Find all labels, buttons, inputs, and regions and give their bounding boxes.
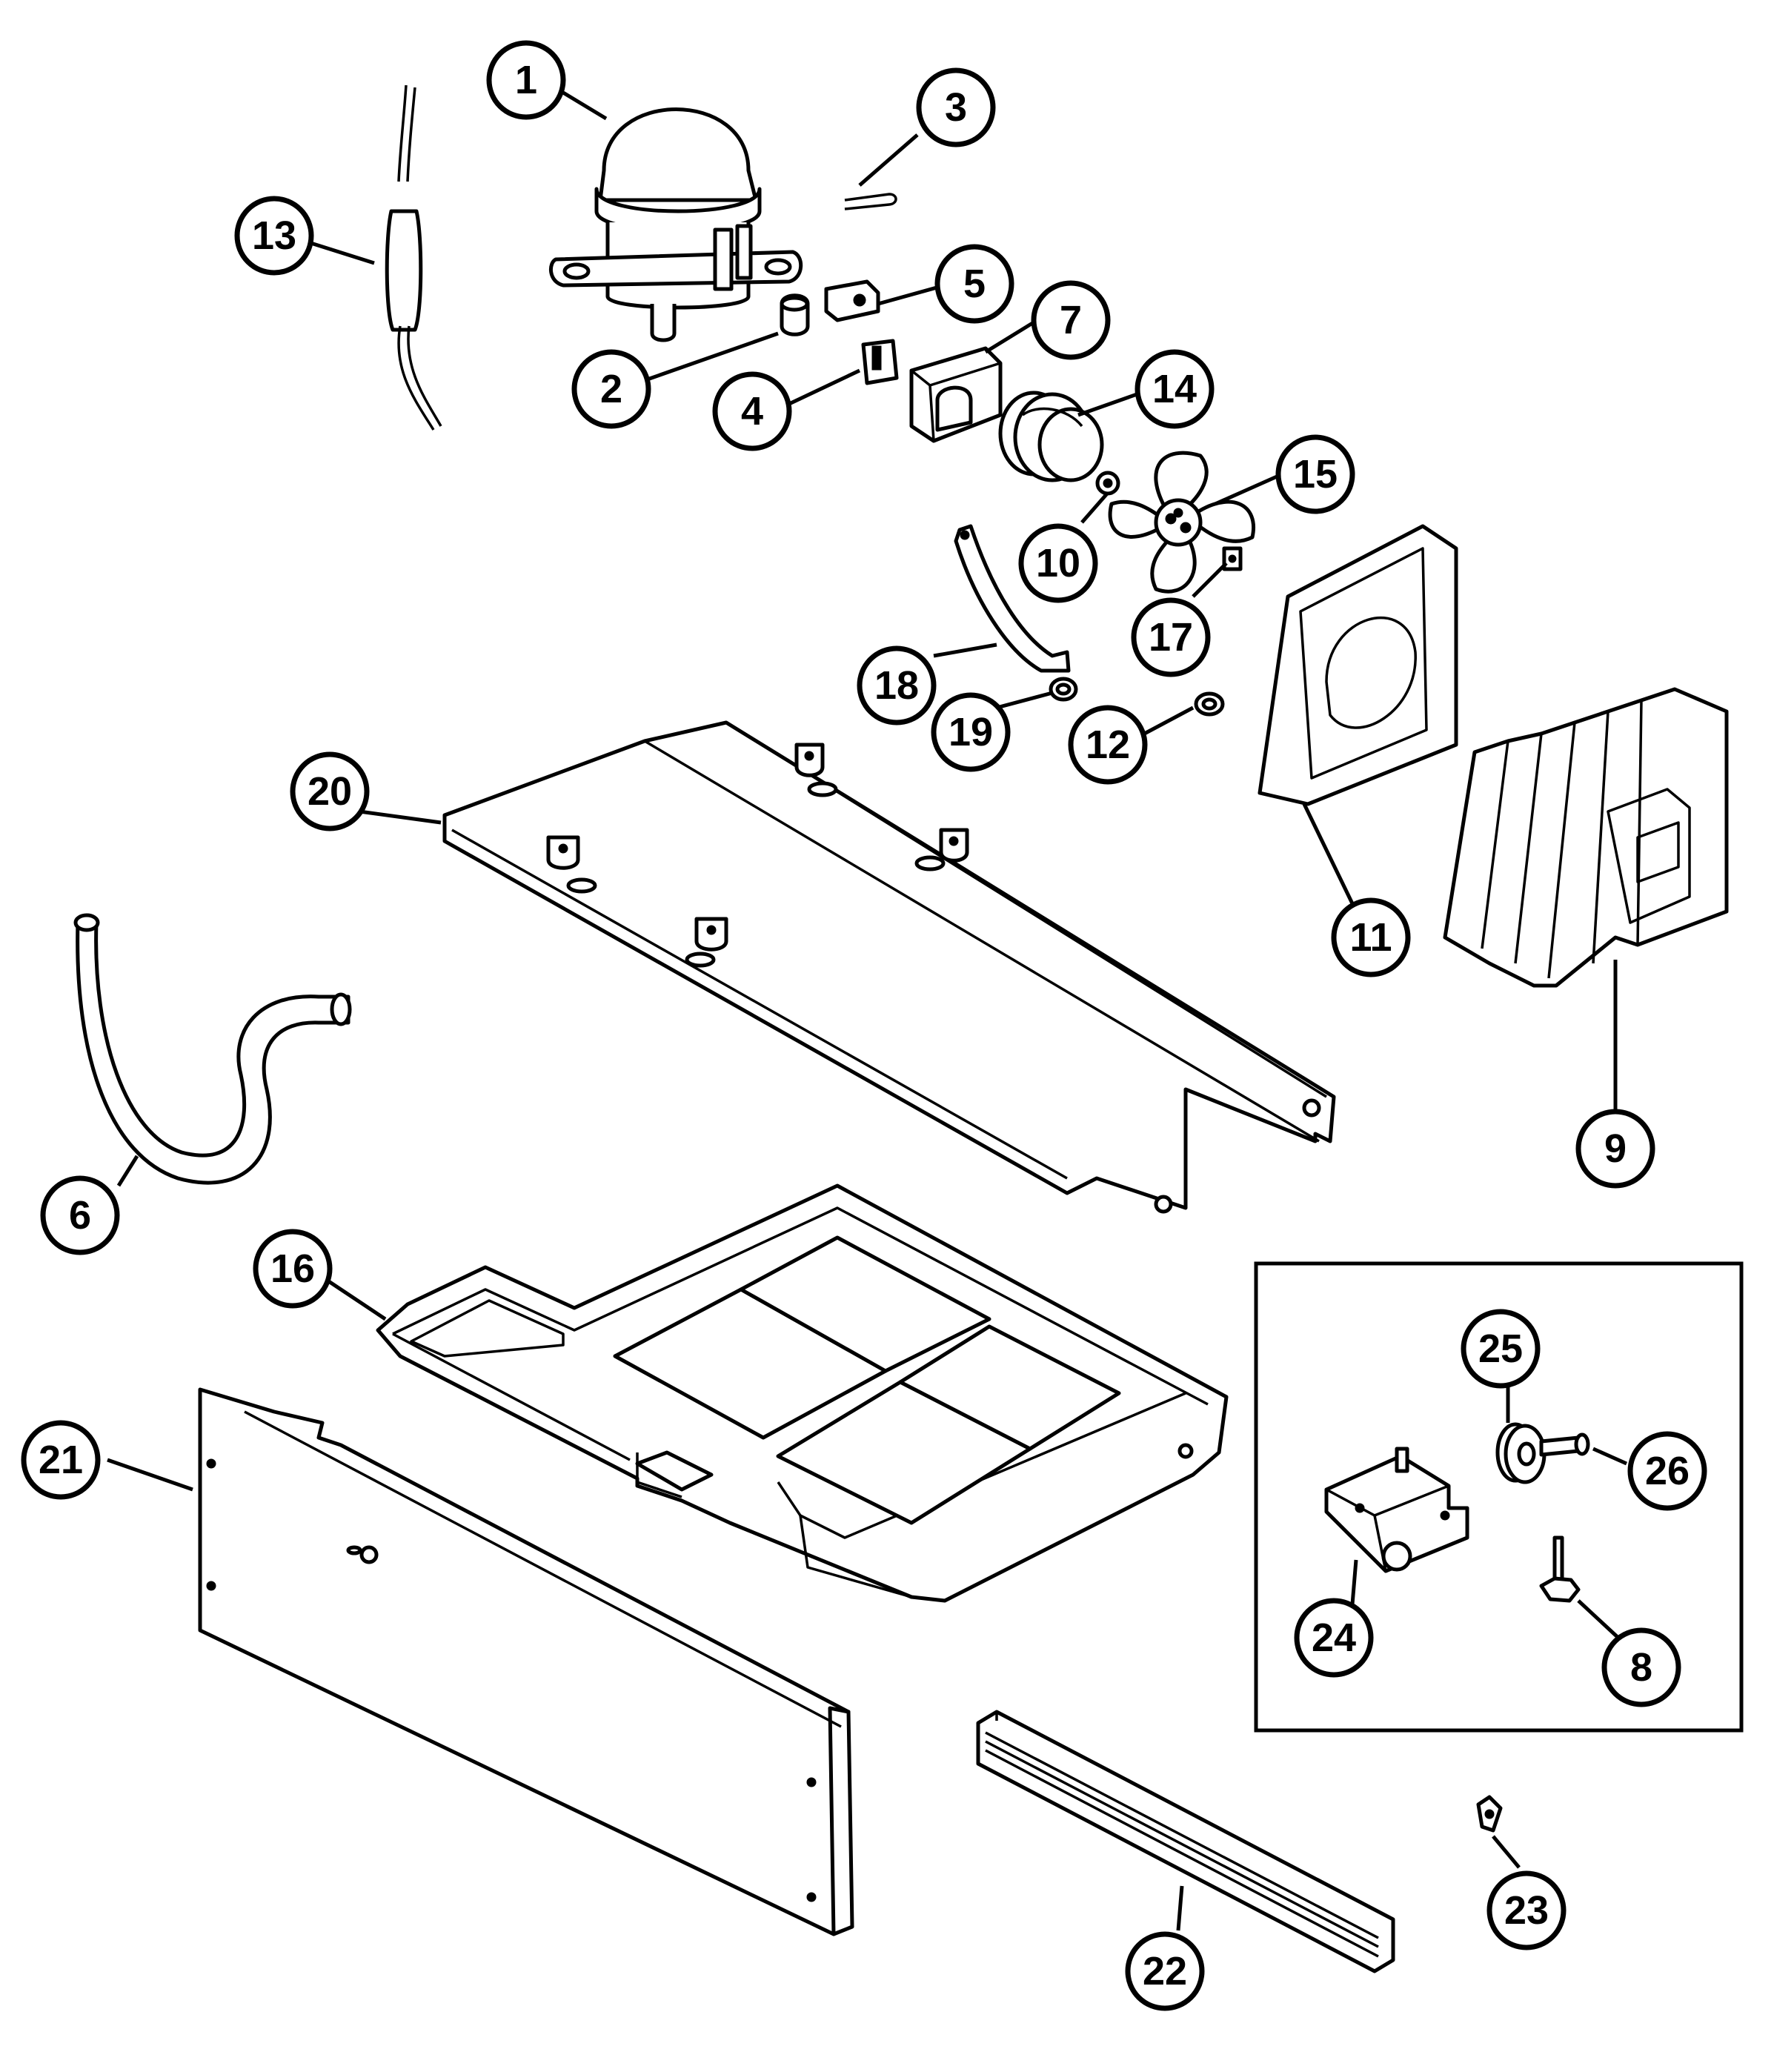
overload-part <box>861 339 899 385</box>
clip-23-part <box>1476 1795 1503 1833</box>
callout-12: 12 <box>1068 705 1148 785</box>
callout-21: 21 <box>21 1420 101 1500</box>
callout-2: 2 <box>571 349 651 429</box>
svg-text:11: 11 <box>1349 915 1392 960</box>
bracket-grommet-part <box>1049 677 1078 702</box>
svg-text:23: 23 <box>1504 1888 1549 1933</box>
svg-text:26: 26 <box>1645 1449 1690 1493</box>
callout-23: 23 <box>1486 1870 1567 1950</box>
callout-20: 20 <box>290 751 370 831</box>
svg-text:25: 25 <box>1478 1326 1523 1371</box>
callout-7: 7 <box>1031 280 1111 360</box>
callout-17: 17 <box>1131 597 1211 677</box>
callout-11: 11 <box>1331 897 1411 977</box>
compressor-part <box>548 107 803 342</box>
svg-text:15: 15 <box>1293 452 1338 497</box>
callout-15: 15 <box>1275 434 1355 514</box>
roller-bracket-part <box>1324 1447 1469 1573</box>
svg-text:19: 19 <box>949 710 993 754</box>
callout-14: 14 <box>1135 349 1215 429</box>
relay-part <box>909 346 1003 443</box>
callout-1: 1 <box>486 40 566 120</box>
callout-10: 10 <box>1018 523 1098 603</box>
svg-text:21: 21 <box>39 1438 83 1482</box>
svg-text:6: 6 <box>69 1193 91 1238</box>
fan-motor-part <box>998 391 1104 482</box>
drain-pan-part <box>376 1183 1229 1603</box>
svg-text:2: 2 <box>600 367 622 411</box>
callout-16: 16 <box>253 1229 333 1309</box>
front-panel-part <box>198 1387 854 1936</box>
svg-text:20: 20 <box>308 769 352 814</box>
svg-text:16: 16 <box>270 1246 315 1291</box>
svg-text:18: 18 <box>874 663 919 708</box>
svg-text:12: 12 <box>1086 723 1130 767</box>
clip-part <box>844 193 897 210</box>
base-plate-part <box>442 720 1336 1214</box>
motor-bracket-part <box>954 524 1071 673</box>
inset-frame <box>1254 1261 1744 1733</box>
leveling-leg-part <box>1539 1535 1581 1603</box>
callout-9: 9 <box>1575 1109 1655 1189</box>
nut-part <box>1095 471 1120 496</box>
callout-8: 8 <box>1601 1627 1681 1707</box>
svg-text:22: 22 <box>1143 1949 1187 1993</box>
callout-4: 4 <box>712 371 792 451</box>
svg-text:14: 14 <box>1152 367 1197 411</box>
toe-grille-part <box>976 1710 1395 1973</box>
roller-wheel-part <box>1495 1422 1547 1484</box>
svg-text:10: 10 <box>1036 541 1080 585</box>
svg-text:4: 4 <box>741 389 763 434</box>
small-clip-part <box>1222 546 1243 571</box>
svg-text:5: 5 <box>963 262 986 306</box>
callout-3: 3 <box>916 67 996 147</box>
callout-22: 22 <box>1125 1931 1205 2011</box>
grommet-small-part <box>1194 691 1225 717</box>
drain-hose-part <box>73 913 352 1185</box>
callout-5: 5 <box>934 244 1014 324</box>
svg-text:8: 8 <box>1630 1645 1652 1690</box>
axle-screw-part <box>1539 1432 1590 1457</box>
svg-text:17: 17 <box>1149 615 1193 660</box>
callout-13: 13 <box>234 196 314 276</box>
svg-text:13: 13 <box>252 213 296 258</box>
svg-text:9: 9 <box>1604 1126 1627 1171</box>
callout-26: 26 <box>1627 1431 1707 1511</box>
grommet-part <box>780 293 810 336</box>
svg-text:24: 24 <box>1312 1616 1356 1660</box>
callout-6: 6 <box>40 1175 120 1255</box>
svg-text:1: 1 <box>515 58 537 102</box>
condenser-part <box>1443 687 1729 988</box>
callout-24: 24 <box>1294 1598 1374 1678</box>
fan-shroud-part <box>1258 524 1458 806</box>
svg-text:3: 3 <box>945 85 967 130</box>
callout-25: 25 <box>1461 1309 1541 1389</box>
callout-18: 18 <box>857 645 937 725</box>
svg-text:7: 7 <box>1060 298 1082 342</box>
callout-19: 19 <box>931 692 1011 772</box>
overload-clip-part <box>824 279 880 322</box>
drier-part <box>385 84 442 431</box>
